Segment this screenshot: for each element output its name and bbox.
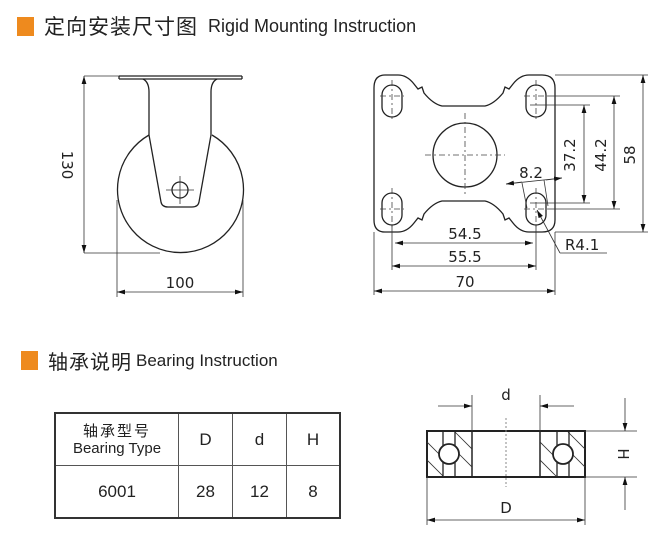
caster-side-view: 130 100 — [58, 75, 245, 297]
header-inner-diameter: d — [232, 412, 287, 466]
cell-height: 8 — [286, 465, 341, 519]
wheel-outline — [116, 134, 245, 254]
cell-inner-diameter: 12 — [232, 465, 287, 519]
plate-outline — [373, 74, 556, 233]
dim-label-width: 100 — [166, 274, 195, 292]
cell-outer-diameter: 28 — [178, 465, 233, 519]
section-heading-bearing: 轴承说明 Bearing Instruction — [21, 346, 278, 375]
ball-left — [438, 443, 460, 465]
dim-label-overall-width: 70 — [455, 273, 474, 291]
section-heading-mounting: 定向安装尺寸图 Rigid Mounting Instruction — [17, 11, 416, 41]
dim-label-overall-height: 58 — [621, 145, 639, 164]
dim-label-slot: 8.2 — [519, 164, 543, 182]
bearing-table: 轴承型号 Bearing Type D d H 6001 28 12 8 — [54, 412, 341, 519]
fork-bracket — [142, 78, 218, 208]
header-bearing-type: 轴承型号 Bearing Type — [54, 412, 179, 466]
heading-title-cn: 轴承说明 — [48, 350, 132, 374]
header-bearing-type-cn: 轴承型号 — [82, 422, 151, 440]
dim-label-radius: R4.1 — [565, 236, 599, 254]
cell-bearing-type: 6001 — [54, 465, 179, 519]
dim-label-height: 130 — [58, 151, 76, 180]
header-bearing-type-en: Bearing Type — [72, 440, 162, 457]
dim-label-inner-height: 37.2 — [561, 138, 579, 171]
dim-label-height: H — [614, 448, 632, 459]
heading-title-cn: 定向安装尺寸图 — [44, 15, 198, 39]
table-row: 6001 28 12 8 — [54, 465, 341, 519]
dim-label-hole-height: 44.2 — [592, 138, 610, 171]
header-outer-diameter: D — [178, 412, 233, 466]
table-header-row: 轴承型号 Bearing Type D d H — [54, 412, 341, 466]
bearing-cross-section: d D H — [426, 386, 637, 525]
heading-bullet-icon — [21, 351, 38, 370]
dim-label-outer-diameter: D — [500, 499, 512, 517]
dim-label-inner-diameter: d — [501, 386, 511, 404]
heading-title-en: Rigid Mounting Instruction — [208, 15, 417, 36]
dim-label-hole-width: 55.5 — [448, 248, 481, 266]
heading-title-en: Bearing Instruction — [136, 350, 278, 370]
header-height: H — [286, 412, 341, 466]
heading-bullet-icon — [17, 16, 34, 36]
mounting-plate-top-view: 37.2 44.2 58 8.2 R4.1 54.5 55.5 70 — [373, 74, 648, 295]
dim-label-inner-width: 54.5 — [448, 225, 481, 243]
ball-right — [552, 443, 574, 465]
